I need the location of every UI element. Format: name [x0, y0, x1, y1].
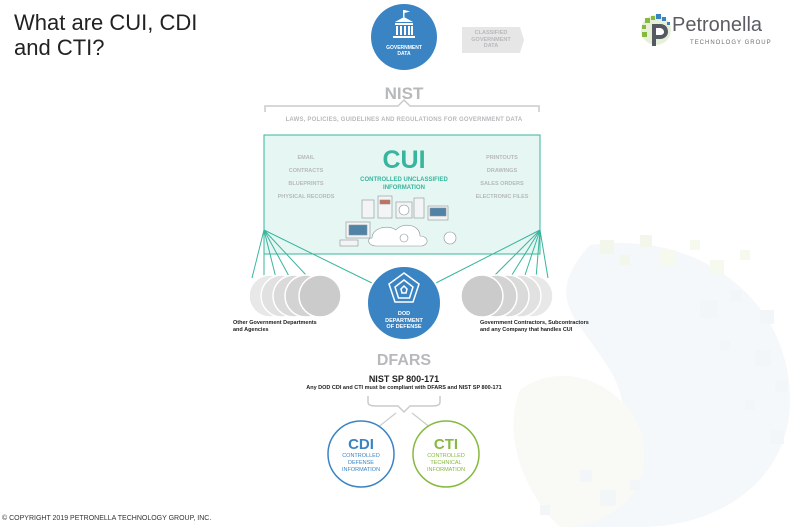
cui-item-contracts: CONTRACTS	[288, 168, 324, 174]
right-group-line1: Government Contractors, Subcontractors	[480, 320, 589, 326]
cdi-title: CDI	[348, 436, 374, 453]
cui-item-blueprints: BLUEPRINTS	[288, 181, 324, 187]
cui-left-list: EMAIL CONTRACTS BLUEPRINTS PHYSICAL RECO…	[264, 152, 348, 204]
dod-line3: OF DEFENSE	[386, 324, 422, 330]
cti-circle	[412, 420, 480, 488]
left-group-line2: and Agencies	[233, 327, 269, 333]
government-data-line1: GOVERNMENT	[386, 45, 422, 51]
cui-item-email: EMAIL	[297, 155, 315, 161]
cti-line2: TECHNICAL	[430, 460, 462, 466]
right-contractor-circles	[460, 274, 554, 318]
cui-subtitle-line2: INFORMATION	[383, 185, 425, 191]
cui-item-drawings: DRAWINGS	[486, 168, 518, 174]
right-group-label: Government Contractors, Subcontractors a…	[480, 320, 630, 334]
dfars-title: DFARS	[376, 352, 432, 369]
page-title: What are CUI, CDI and CTI?	[14, 10, 197, 60]
page-title-line1: What are CUI, CDI	[14, 10, 198, 35]
cti-line1: CONTROLLED	[427, 453, 465, 459]
classified-label: CLASSIFIED GOVERNMENT DATA	[462, 30, 520, 50]
classified-tag	[462, 27, 524, 53]
copyright-notice: © COPYRIGHT 2019 PETRONELLA TECHNOLOGY G…	[2, 515, 212, 522]
cdi-cti-brace	[367, 396, 441, 414]
logo-name: Petronella	[672, 14, 763, 36]
cui-subtitle-line1: CONTROLLED UNCLASSIFIED	[360, 177, 448, 183]
cdi-line2: DEFENSE	[348, 460, 374, 466]
cdi-subtitle: CONTROLLED DEFENSE INFORMATION	[331, 453, 391, 474]
cti-line3: INFORMATION	[426, 467, 466, 473]
cti-title: CTI	[433, 436, 459, 453]
right-group-line2: and any Company that handles CUI	[480, 327, 573, 333]
cui-item-sales-orders: SALES ORDERS	[480, 181, 524, 187]
government-data-label: GOVERNMENT DATA	[374, 45, 434, 57]
cti-subtitle: CONTROLLED TECHNICAL INFORMATION	[416, 453, 476, 474]
page-title-line2: and CTI?	[14, 35, 105, 60]
cdi-line3: INFORMATION	[341, 467, 381, 473]
capitol-icon	[393, 10, 415, 38]
left-group-label: Other Government Departments and Agencie…	[233, 320, 353, 334]
nist-subtitle: LAWS, POLICIES, GUIDELINES AND REGULATIO…	[285, 117, 523, 123]
petronella-logo-icon	[641, 14, 671, 46]
nist-bracket	[264, 98, 540, 112]
left-group-line1: Other Government Departments	[233, 320, 317, 326]
dod-line2: DEPARTMENT	[385, 317, 423, 324]
data-illustration	[339, 195, 457, 247]
cui-item-printouts: PRINTOUTS	[486, 155, 518, 161]
classified-line3: DATA	[483, 43, 499, 49]
dod-circle	[366, 265, 442, 341]
dod-label: DOD DEPARTMENT OF DEFENSE	[374, 311, 434, 331]
cdi-circle	[327, 420, 395, 488]
cui-right-list: PRINTOUTS DRAWINGS SALES ORDERS ELECTRON…	[464, 152, 540, 204]
compliance-note: Any DOD CDI and CTI must be compliant wi…	[306, 385, 502, 391]
cui-title: CUI	[382, 146, 426, 174]
dod-line1: DOD	[397, 311, 411, 317]
cdi-line1: CONTROLLED	[342, 453, 380, 459]
cui-item-physical-records: PHYSICAL RECORDS	[277, 194, 335, 200]
cui-subtitle: CONTROLLED UNCLASSIFIED INFORMATION	[334, 176, 474, 192]
watermark-pattern	[513, 235, 790, 527]
classified-line2: GOVERNMENT	[471, 36, 511, 43]
pentagon-icon	[388, 272, 420, 303]
connector-lines	[251, 229, 549, 291]
left-agency-circles	[248, 274, 342, 318]
nist-title: NIST	[384, 84, 424, 103]
government-data-line2: DATA	[397, 51, 411, 57]
nist-sp-title: NIST SP 800-171	[368, 374, 440, 384]
cui-item-electronic-files: ELECTRONIC FILES	[475, 194, 529, 200]
classified-line1: CLASSIFIED	[474, 30, 508, 36]
logo-subtitle: TECHNOLOGY GROUP	[690, 40, 772, 46]
